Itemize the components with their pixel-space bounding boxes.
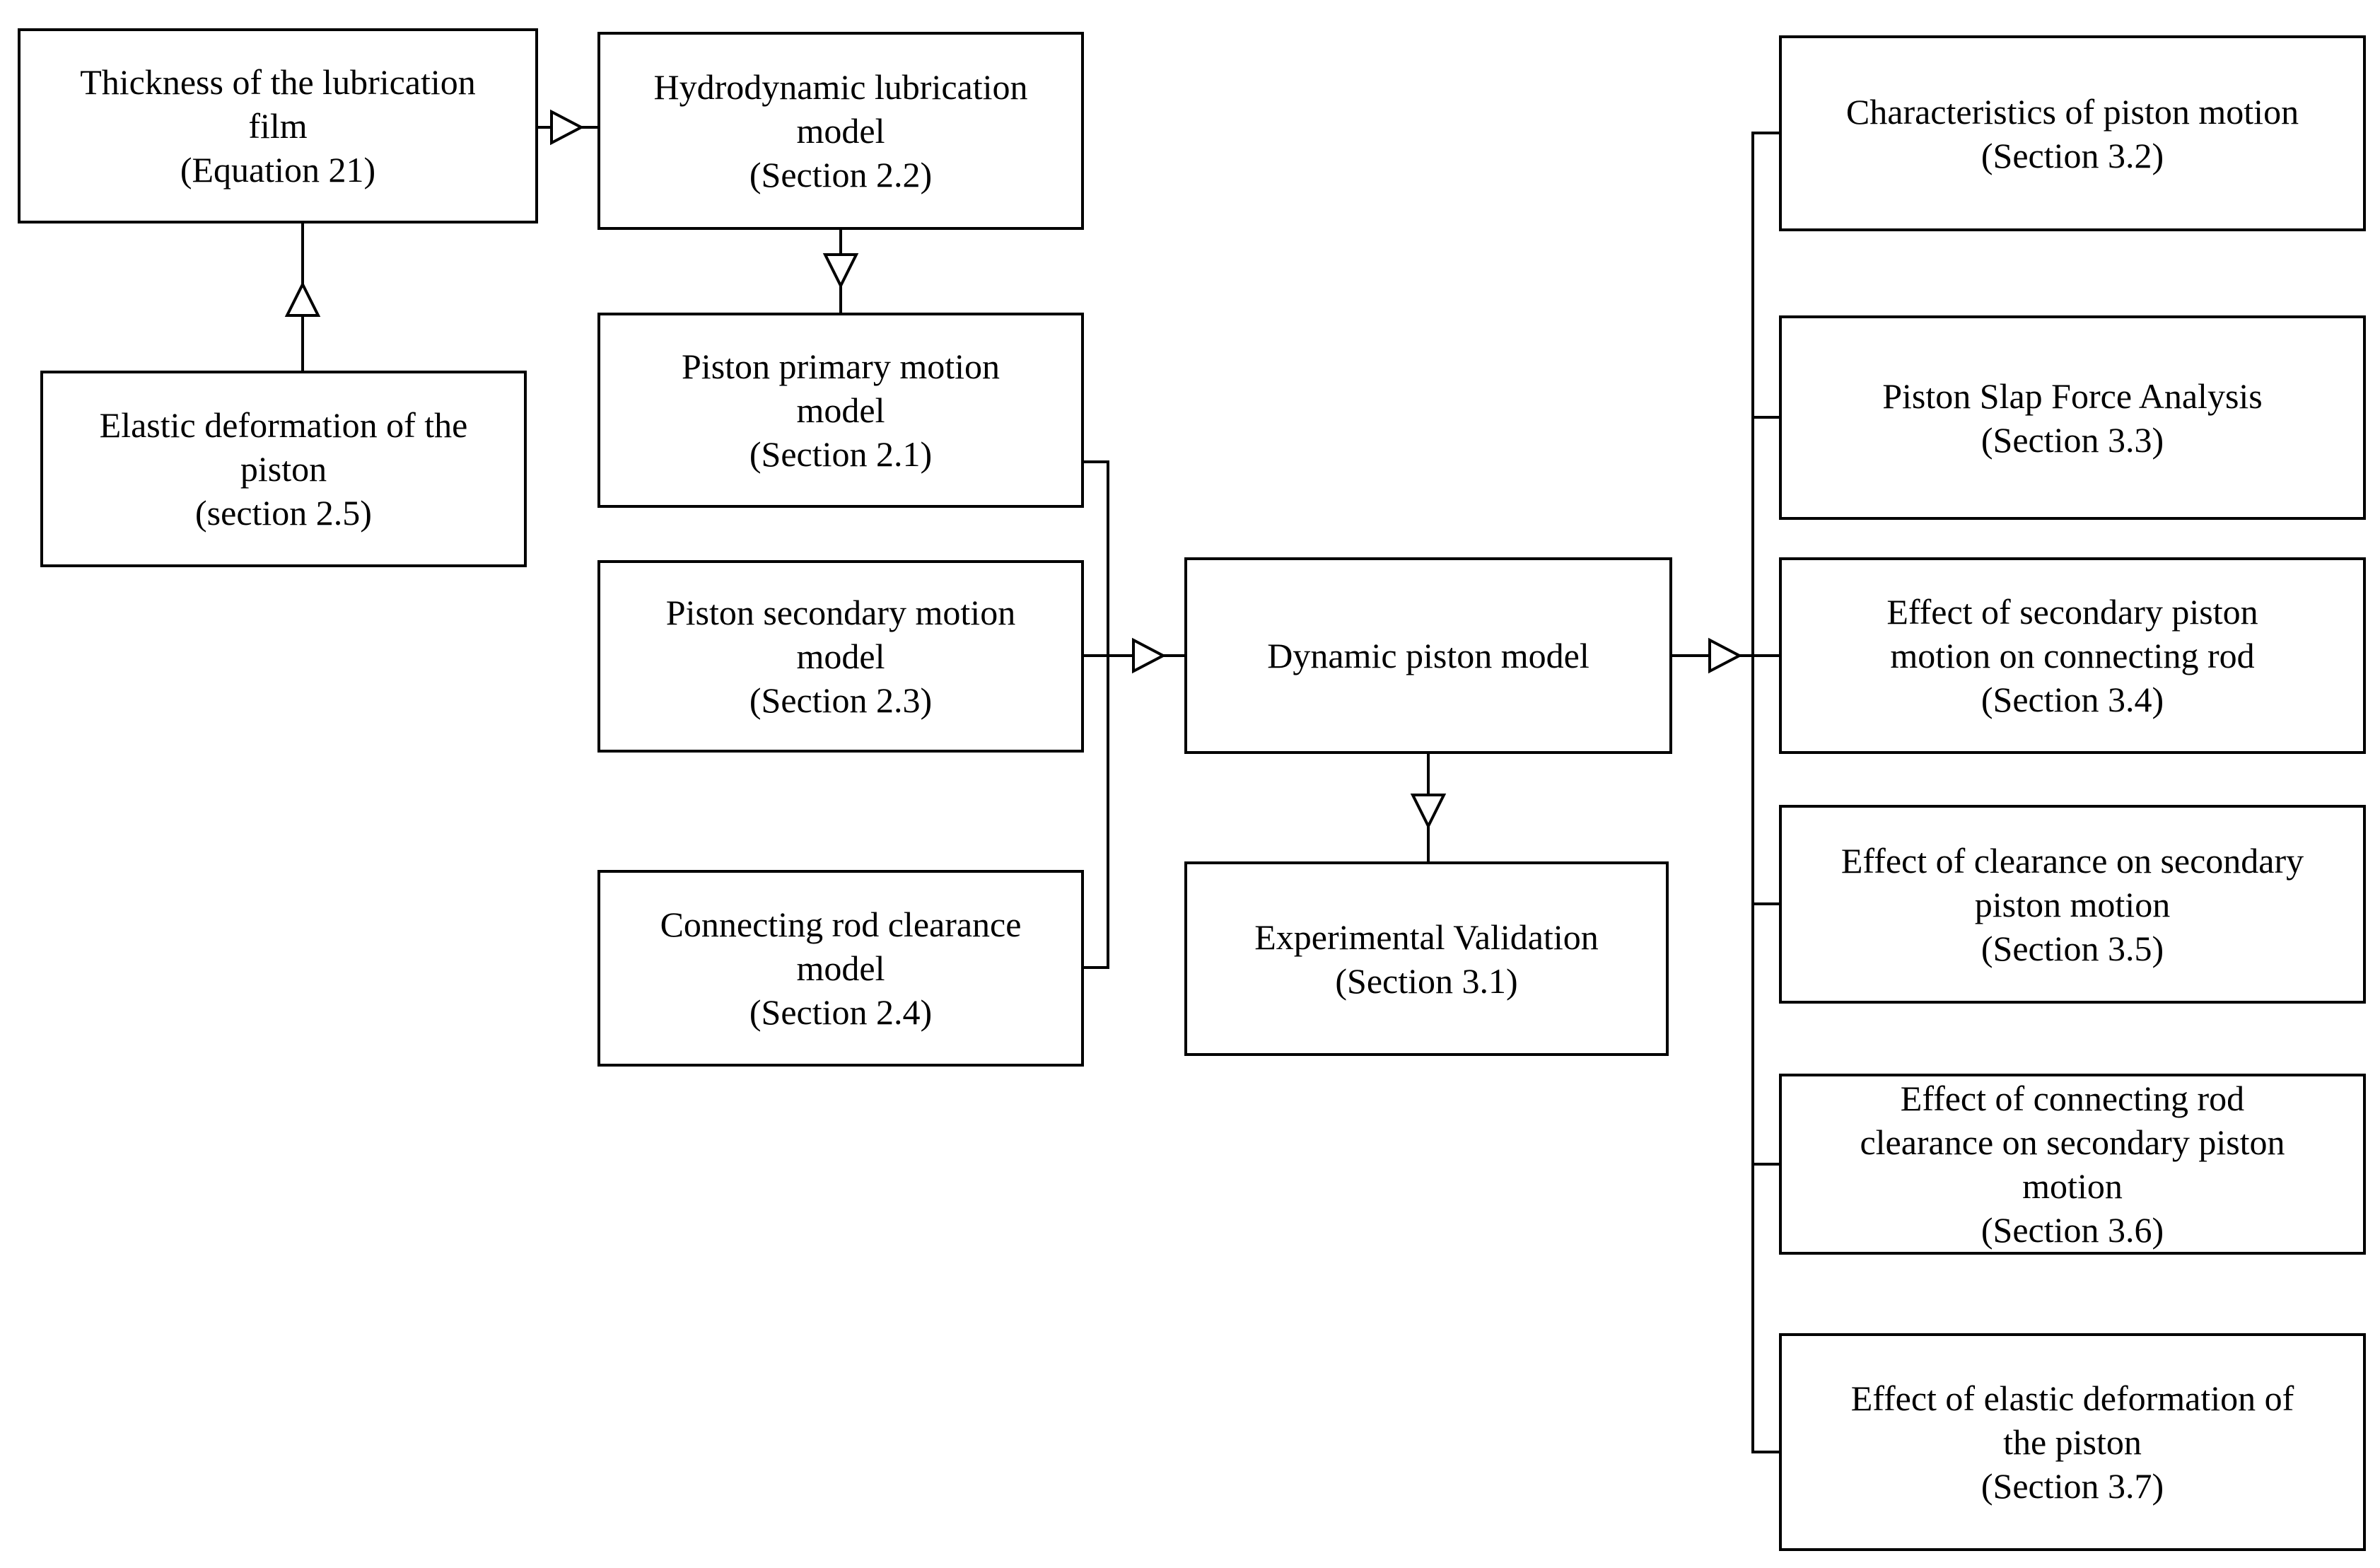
node-dynamic-piston-model: Dynamic piston model — [1184, 557, 1672, 754]
node-label: Effect of clearance on secondary piston … — [1841, 840, 2304, 968]
arrowhead-down-icon — [822, 253, 859, 289]
node-label: Piston secondary motion model (Section 2… — [665, 593, 1016, 720]
connector-collector-line — [1107, 460, 1109, 969]
arrowhead-right-icon — [550, 109, 585, 146]
connector-connrod-stub — [1084, 966, 1109, 969]
connector-stub-effect-clearance — [1751, 902, 1779, 905]
node-effect-secondary-motion-connecting-rod: Effect of secondary piston motion on con… — [1779, 557, 2366, 754]
node-label: Effect of elastic deformation of the pis… — [1850, 1378, 2294, 1506]
connector-distribution-line — [1751, 132, 1754, 1453]
arrowhead-right-icon — [1132, 637, 1167, 674]
node-label: Characteristics of piston motion (Sectio… — [1845, 91, 2299, 175]
connector-primary-stub — [1084, 460, 1109, 463]
node-thickness-lubrication-film: Thickness of the lubrication film (Equat… — [18, 28, 538, 223]
node-label: Piston Slap Force Analysis (Section 3.3) — [1882, 376, 2263, 460]
node-hydrodynamic-lubrication-model: Hydrodynamic lubrication model (Section … — [597, 32, 1084, 230]
node-experimental-validation: Experimental Validation (Section 3.1) — [1184, 861, 1669, 1056]
node-connecting-rod-clearance-model: Connecting rod clearance model (Section … — [597, 870, 1084, 1067]
connector-stub-effect-connrod-clearance — [1751, 1163, 1779, 1166]
node-label: Piston primary motion model (Section 2.1… — [682, 347, 1000, 474]
arrowhead-up-icon — [284, 281, 321, 317]
arrowhead-right-icon — [1708, 637, 1743, 674]
node-label: Effect of connecting rod clearance on se… — [1860, 1079, 2285, 1250]
node-piston-secondary-motion-model: Piston secondary motion model (Section 2… — [597, 560, 1084, 753]
node-label: Experimental Validation (Section 3.1) — [1254, 917, 1599, 1001]
node-label: Thickness of the lubrication film (Equat… — [80, 62, 476, 190]
connector-stub-effect-elastic — [1751, 1451, 1779, 1453]
node-label: Elastic deformation of the piston (secti… — [99, 405, 468, 533]
node-piston-primary-motion-model: Piston primary motion model (Section 2.1… — [597, 313, 1084, 508]
node-effect-clearance-secondary-motion: Effect of clearance on secondary piston … — [1779, 805, 2366, 1004]
connector-stub-characteristics — [1751, 132, 1779, 134]
node-elastic-deformation-piston: Elastic deformation of the piston (secti… — [40, 371, 527, 567]
node-characteristics-piston-motion: Characteristics of piston motion (Sectio… — [1779, 35, 2366, 231]
node-label: Connecting rod clearance model (Section … — [660, 905, 1022, 1032]
node-label: Effect of secondary piston motion on con… — [1886, 592, 2258, 719]
node-piston-slap-force-analysis: Piston Slap Force Analysis (Section 3.3) — [1779, 315, 2366, 520]
node-effect-elastic-deformation: Effect of elastic deformation of the pis… — [1779, 1333, 2366, 1551]
node-effect-connrod-clearance-secondary-motion: Effect of connecting rod clearance on se… — [1779, 1074, 2366, 1255]
arrowhead-down-icon — [1410, 794, 1447, 830]
connector-stub-piston-slap — [1751, 416, 1779, 419]
node-label: Hydrodynamic lubrication model (Section … — [653, 67, 1028, 194]
node-label: Dynamic piston model — [1267, 636, 1589, 675]
